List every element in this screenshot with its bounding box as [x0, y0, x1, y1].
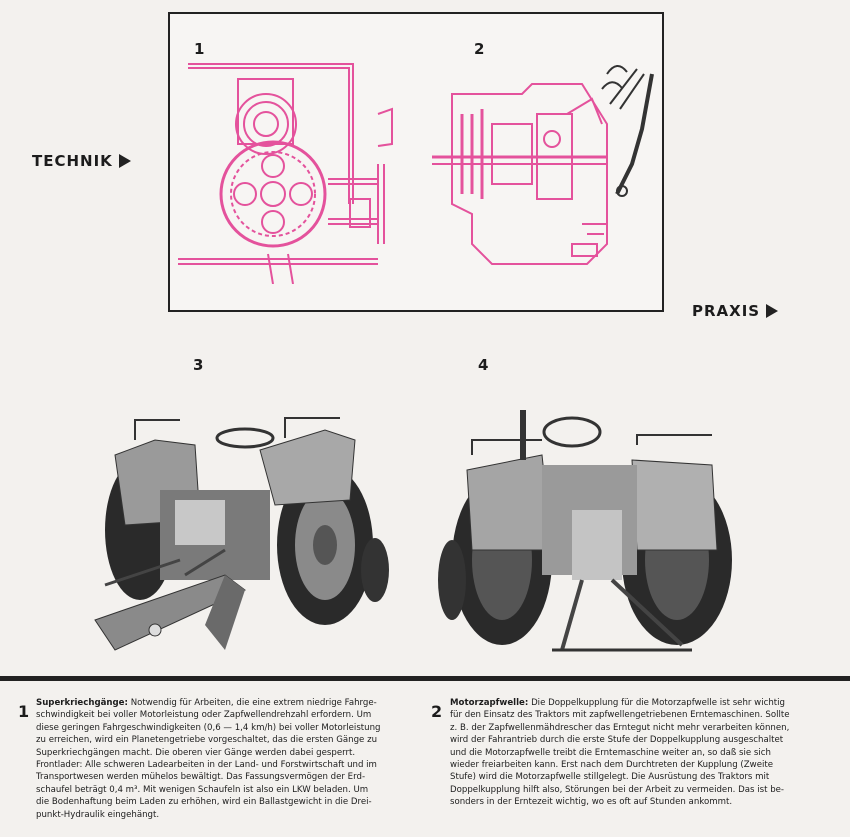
caption-1-number: 1 — [18, 702, 30, 721]
caption-1-line: die Bodenhaftung beim Laden zu erhöhen, … — [36, 797, 372, 808]
figure-number-2: 2 — [474, 40, 485, 58]
technik-label: TECHNIK — [32, 152, 131, 170]
caption-1-line: diese geringen Fahrgeschwindigkeiten (0,… — [36, 722, 381, 733]
figure-number-1: 1 — [194, 40, 205, 58]
caption-2-title: Motorzapfwelle: — [450, 698, 529, 708]
caption-1-line: punkt-Hydraulik eingehängt. — [36, 809, 160, 820]
caption-2-line: wird der Fahrantrieb durch die erste Stu… — [450, 735, 784, 746]
figure-number-3: 3 — [193, 356, 204, 374]
caption-2-line: Stufe) wird die Motorzapfwelle stillgele… — [450, 772, 770, 783]
caption-1-line: zu erreichen, wird ein Planetengetriebe … — [36, 735, 378, 746]
caption-1-line: schaufel beträgt 0,4 m³. Mit wenigen Sch… — [36, 784, 369, 795]
caption-2-line: für den Einsatz des Traktors mit zapfwel… — [450, 710, 790, 721]
tractor-winch-loader-photo — [94, 417, 389, 651]
caption-2-line: und die Motorzapfwelle treibt die Erntem… — [450, 747, 771, 758]
caption-1-title: Superkriechgänge: — [36, 698, 128, 708]
double-clutch-diagram — [432, 65, 654, 265]
caption-2-line: z. B. der Zapfwellenmähdrescher das Ernt… — [450, 722, 790, 733]
technik-text: TECHNIK — [32, 152, 113, 170]
caption-2-line: Motorzapfwelle: Die Doppelkupplung für d… — [450, 698, 785, 708]
praxis-label: PRAXIS — [692, 302, 779, 320]
caption-1-line: Frontlader: Alle schweren Ladearbeiten i… — [36, 760, 377, 771]
caption-1-line: Transportwesen werden mühelos bewältigt.… — [36, 772, 366, 783]
praxis-text: PRAXIS — [692, 302, 761, 320]
planetary-gear-diagram — [178, 63, 393, 284]
caption-1-text: Superkriechgänge: Notwendig für Arbeiten… — [36, 697, 413, 821]
caption-1-line: schwindigkeit bei voller Motorleistung o… — [36, 710, 372, 721]
caption-1-line: Superkriechgänge: Notwendig für Arbeiten… — [36, 698, 377, 708]
caption-2-line: Doppelkupplung hilft also, Störungen bei… — [450, 784, 785, 795]
caption-2-line: sonders in der Erntezeit wichtig, wo es … — [450, 797, 733, 808]
caption-2-line: wieder freiarbeiten kann. Erst nach dem … — [450, 760, 774, 771]
caption-1-line: Superkriechgängen macht. Die oberen vier… — [36, 747, 356, 758]
technik-diagram-box: 1 2 — [168, 12, 664, 312]
technik-arrow-icon — [118, 154, 131, 168]
caption-divider — [0, 676, 850, 681]
caption-2-number: 2 — [431, 702, 443, 721]
tractor-pto-rear-photo — [438, 410, 732, 652]
figure-number-4: 4 — [478, 356, 489, 374]
caption-2-text: Motorzapfwelle: Die Doppelkupplung für d… — [450, 697, 828, 809]
praxis-arrow-icon — [766, 304, 779, 318]
